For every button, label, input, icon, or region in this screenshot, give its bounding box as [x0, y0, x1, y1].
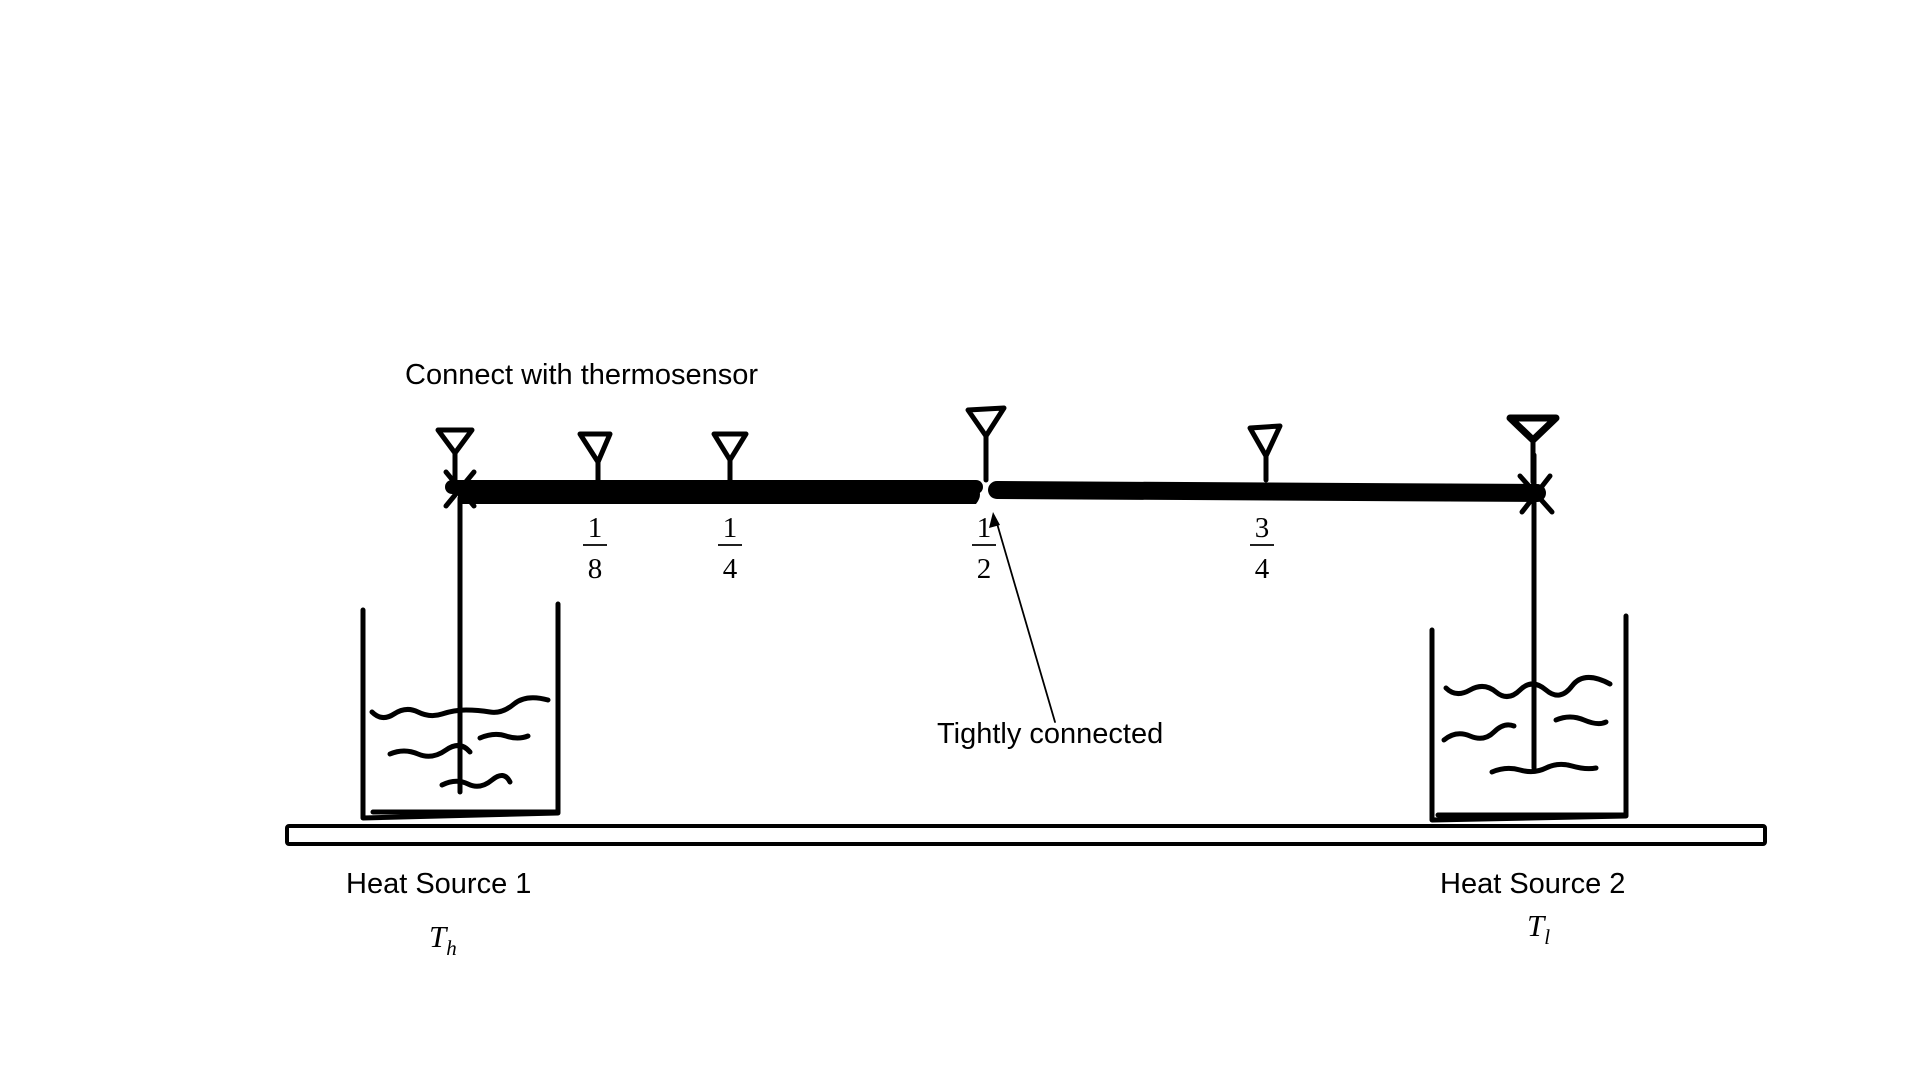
thermosensor-3-4: [1247, 423, 1283, 483]
position-1-8-denominator: 8: [588, 553, 603, 585]
rod-right-segment: [988, 481, 1546, 502]
position-1-2-denominator: 2: [977, 553, 992, 585]
thermosensor-note: Connect with thermosensor: [405, 359, 758, 391]
heat-source-2-temperature: Tl: [1527, 908, 1550, 949]
position-1-2-numerator: 1: [977, 512, 992, 544]
temp-symbol-base: T: [429, 919, 449, 954]
thermosensor-1-2: [965, 405, 1007, 483]
left-clamp-mark: [443, 469, 477, 509]
joint-pointer-arrow: [989, 512, 1056, 723]
position-1-8-numerator: 1: [588, 512, 603, 544]
position-label-3-4: 3 4: [1250, 512, 1274, 585]
heat-source-1-beaker: [360, 601, 561, 821]
thermosensor-left-end: [435, 427, 475, 485]
thermosensor-right-end: [1506, 414, 1560, 485]
heat-source-1-label: Heat Source 1: [346, 868, 531, 900]
position-1-4-denominator: 4: [723, 553, 738, 585]
temp-symbol-subscript: h: [446, 936, 457, 960]
position-label-1-8: 1 8: [583, 512, 607, 585]
thermosensor-1-8: [577, 431, 613, 483]
right-clamp-mark: [1517, 473, 1555, 515]
position-3-4-numerator: 3: [1255, 512, 1270, 544]
heat-source-1-temperature: Th: [429, 919, 457, 960]
heat-source-2-beaker: [1429, 613, 1629, 823]
position-3-4-denominator: 4: [1255, 553, 1270, 585]
position-label-1-2: 1 2: [972, 512, 996, 585]
temp-symbol-base: T: [1527, 908, 1547, 943]
connection-note: Tightly connected: [937, 718, 1163, 750]
thermosensor-1-4: [711, 431, 749, 483]
position-label-1-4: 1 4: [718, 512, 742, 585]
heat-source-2-label: Heat Source 2: [1440, 868, 1625, 900]
position-1-4-numerator: 1: [723, 512, 738, 544]
temp-symbol-subscript: l: [1544, 925, 1550, 949]
rod-left-segment: [445, 480, 983, 504]
base-platform: [285, 824, 1767, 846]
